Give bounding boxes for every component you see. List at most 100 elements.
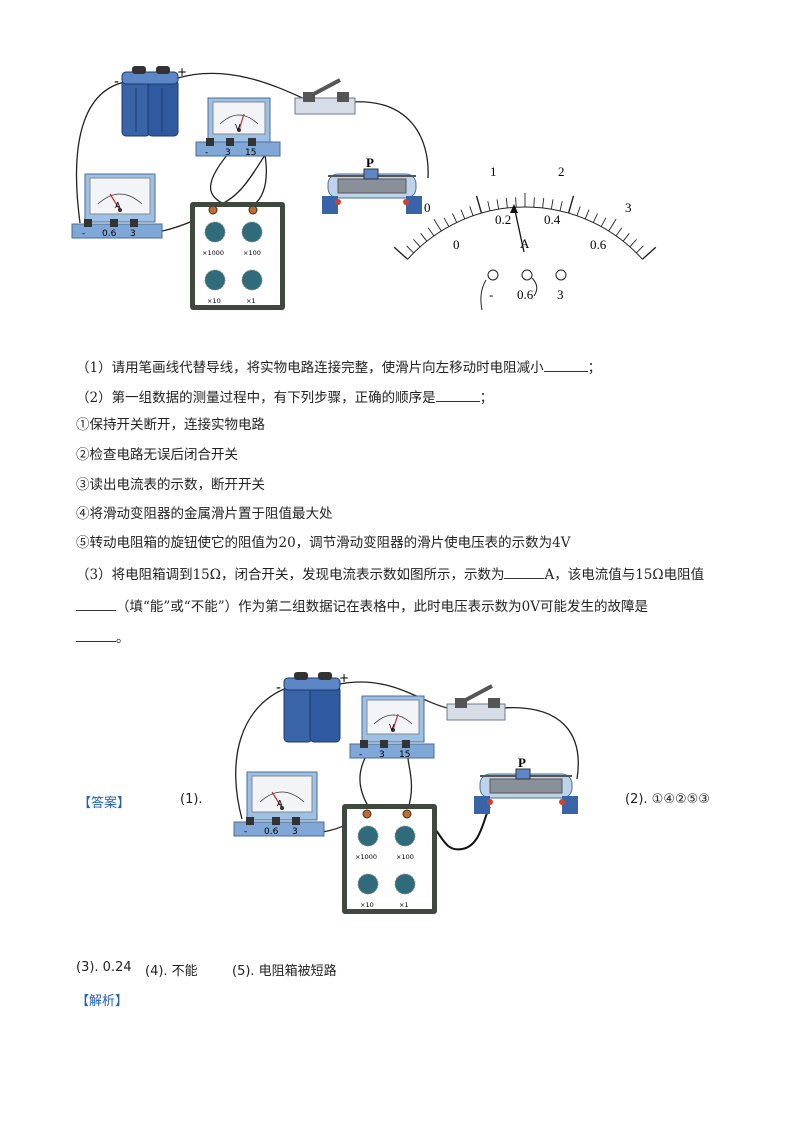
battery-plus-label: + [177,65,187,79]
dial-top-2: 2 [558,164,565,179]
voltmeter-terminal-15: 15 [245,148,256,158]
dial-ticks [393,193,657,260]
ammeter [71,173,163,239]
battery-minus-label: - [114,74,119,90]
dial-tick [600,217,607,227]
dial-tick [487,201,491,212]
answer-voltmeter-terminal-3: 3 [379,750,385,760]
answer-blank-2[interactable] [435,387,480,402]
dial-tick [576,206,581,216]
dial-tick [550,199,554,210]
answer-4: (4). 不能 [145,964,198,979]
circuit-figure-top: - + V - 3 15 A - 0.6 3 [71,65,429,310]
ammeter-dial: A - 0.6 3 0 1 2 3 0 0.2 0.4 0.6 [393,164,657,311]
dial-tick [427,227,435,237]
dial-tick [452,213,458,223]
dial-tick [636,245,644,254]
dial-symbol: A [520,236,530,251]
voltmeter-terminal-minus: - [205,148,208,158]
answer-rheostat [474,768,578,814]
voltmeter-terminal-3: 3 [225,148,231,158]
dial-tick [406,245,414,254]
answer-voltmeter-symbol: V [389,723,395,732]
answer-ammeter-terminal-0.6: 0.6 [264,827,279,837]
answer-box-multiplier-1: ×1 [399,901,409,909]
answer-2: (2). ①④②⑤③ [625,792,710,807]
step-1: ①保持开关断开，连接实物电路 [76,417,265,433]
step-2: ②检查电路无误后闭合开关 [76,447,238,463]
answer-ammeter [233,771,325,837]
dial-terminal-0.6: 0.6 [517,287,534,302]
step-5: ⑤转动电阻箱的旋钮使它的阻值为20，调节滑动变阻器的滑片使电压表的示数为4V [76,535,571,551]
box-multiplier-100: ×100 [243,249,261,257]
answer-tag: 【答案】 [78,796,131,811]
voltmeter-symbol: V [235,123,241,132]
box-multiplier-1: ×1 [246,297,256,305]
ammeter-terminal-0.6: 0.6 [102,229,117,239]
answer-voltmeter-terminal-minus: - [359,750,362,760]
battery [121,66,179,137]
rheostat-slider-label: P [366,155,374,170]
answer-blank-5[interactable] [76,627,116,642]
ammeter-terminal-3: 3 [130,229,136,239]
answer-5: (5). 电阻箱被短路 [232,964,337,979]
ammeter-symbol: A [115,201,121,210]
dial-top-0: 0 [424,200,431,215]
dial-bottom-0: 0 [453,237,460,252]
answer-battery-minus: - [276,680,281,696]
switch [294,78,356,115]
answer-battery [283,672,341,743]
answer-blank-1[interactable] [543,357,588,372]
dial-terminal-3: 3 [557,287,564,302]
dial-bottom-0.6: 0.6 [590,237,607,252]
dial-tick [420,233,428,242]
dial-tick [592,213,598,223]
analysis-tag: 【解析】 [76,994,129,1009]
dial-bottom-0.2: 0.2 [495,212,511,227]
dial-tick [515,197,517,208]
step-4: ④将滑动变阻器的金属滑片置于阻值最大处 [76,506,333,522]
dial-tick [393,246,409,260]
voltmeter [195,97,281,157]
answer-blank-3[interactable] [504,564,545,579]
answer-box-multiplier-1000: ×1000 [355,853,377,861]
circuit-figure-answer: - + V - 3 15 A - 0.6 3 [233,671,579,914]
rheostat [322,168,422,214]
dial-bottom-0.4: 0.4 [544,212,561,227]
dial-tick [559,201,563,212]
dial-top-3: 3 [625,200,632,215]
dial-pointer [513,205,525,253]
dial-tick [615,227,623,237]
dial-tick [433,218,442,232]
answer-1-label: (1). [180,792,203,807]
dial-tick [469,206,474,216]
answer-blank-4[interactable] [76,596,116,611]
step-3: ③读出电流表的示数，断开开关 [76,477,265,493]
box-multiplier-10: ×10 [207,297,221,305]
dial-tick [641,246,657,260]
dial-tick [608,218,617,232]
answer-ammeter-symbol: A [277,799,283,808]
answer-voltmeter [349,695,435,759]
dial-tick [629,239,637,248]
dial-top-1: 1 [490,164,497,179]
answer-ammeter-terminal-minus: - [244,827,247,837]
dial-tick [443,217,450,227]
dial-tick [533,197,535,208]
dial-tick [505,197,508,209]
question-1: （1）请用笔画线代替导线，将实物电路连接完整，使滑片向左移动时电阻减小； [76,357,601,377]
answer-3: (3). 0.24 [76,960,132,975]
dial-tick [496,199,500,210]
dial-arc [407,206,643,260]
box-multiplier-1000: ×1000 [202,249,224,257]
answer-box-multiplier-10: ×10 [360,901,374,909]
dial-tick [475,195,483,214]
ammeter-terminal-minus: - [82,229,85,239]
dial-tick [460,209,466,220]
answer-switch [446,684,506,721]
question-3-cont: （填“能”或“不能”）作为第二组数据记在表格中，此时电压表示数为0V可能发生的故… [76,596,648,616]
dial-terminal-minus: - [489,287,493,302]
dial-tick [622,233,630,242]
answer-battery-plus: + [339,671,349,685]
